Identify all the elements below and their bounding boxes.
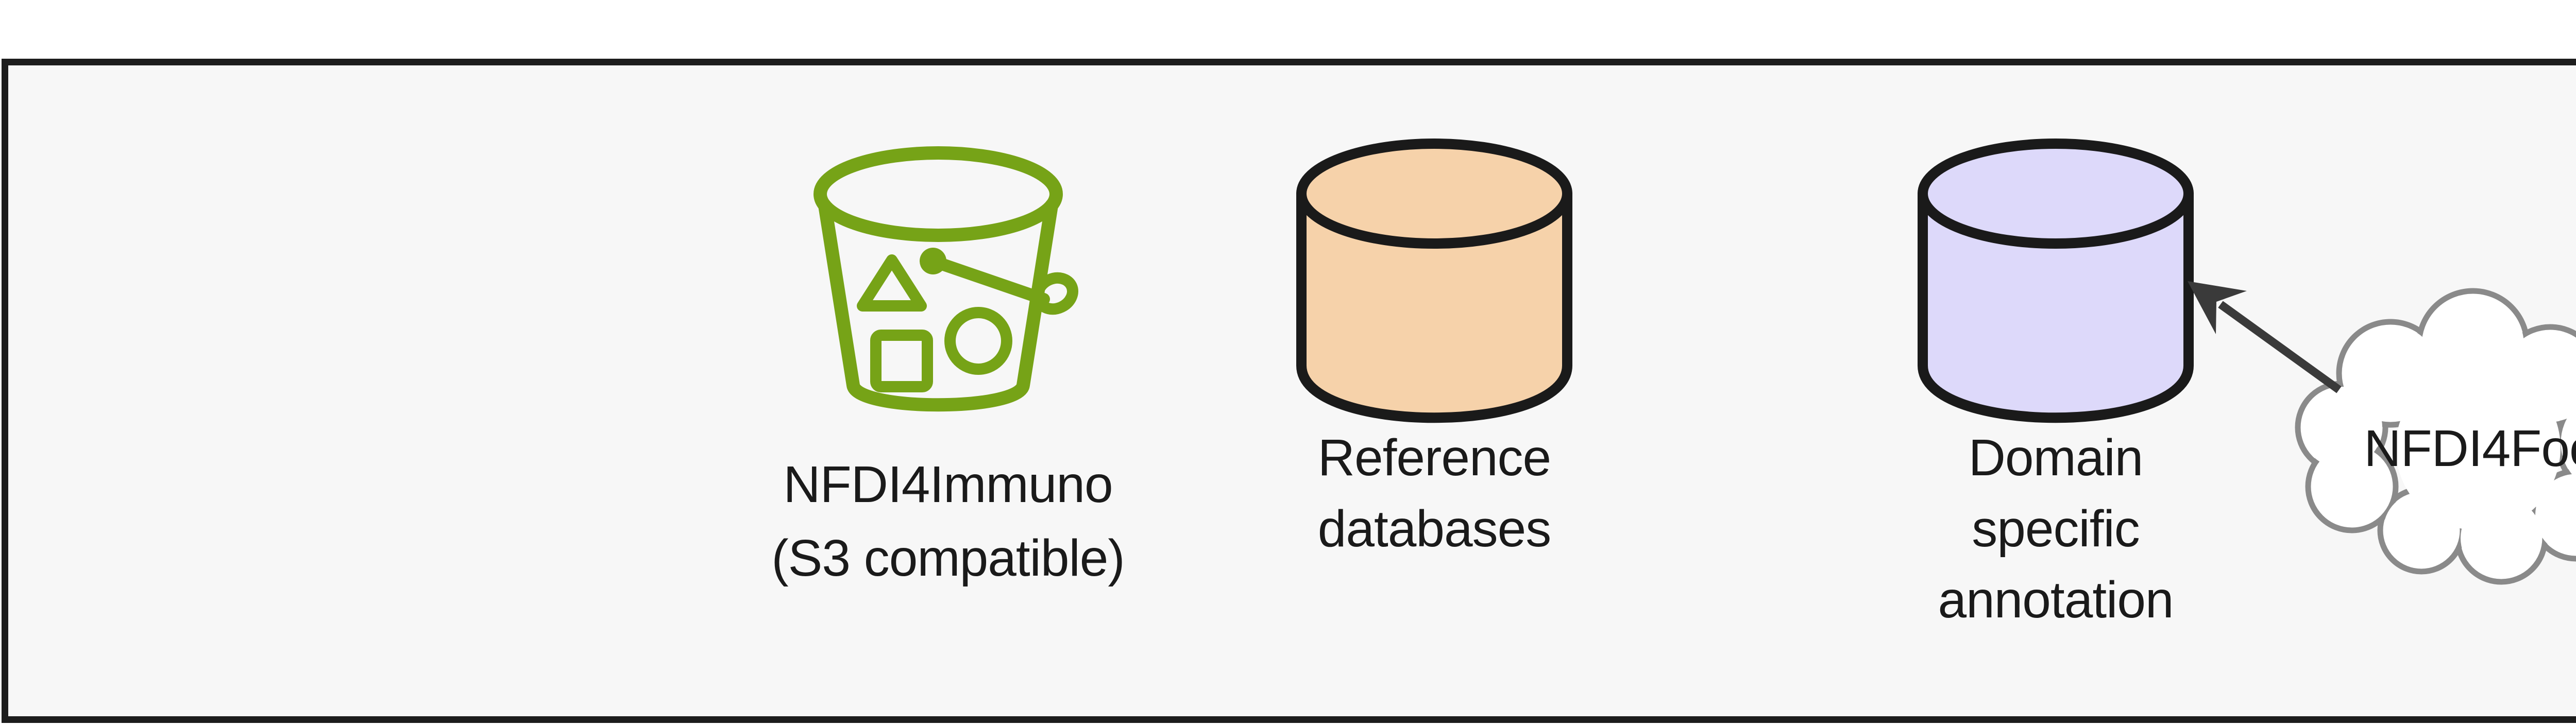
reference-db-node: Reference databases (1296, 139, 1572, 558)
bucket-square-glyph (870, 330, 933, 392)
annotation-arrow (2188, 281, 2342, 393)
nfdi4foo-label: NFDI4Foo (2364, 420, 2576, 477)
reference-db-label-line1: Reference (1318, 429, 1551, 487)
bucket-circle-glyph (944, 307, 1012, 375)
nfdi4foo-cloud-fill (2301, 294, 2576, 579)
reference-db-cylinder-top (1296, 139, 1572, 249)
storage-layer-panel-rect (2, 59, 2576, 723)
reference-db-label-line2: databases (1318, 500, 1551, 558)
bucket-handle-loop (1031, 272, 1079, 315)
domain-db-label-line1: Domain (1969, 429, 2143, 487)
s3-bucket-node: NFDI4Immuno (S3 compatible) (771, 146, 1125, 587)
s3-bucket-label-line1: NFDI4Immuno (783, 456, 1112, 513)
bucket-handle-line (927, 255, 1050, 305)
reference-db-cylinder-body (1296, 188, 1572, 423)
domain-db-cylinder-top (1918, 139, 2194, 249)
reference-db-label: Reference databases (1318, 429, 1551, 558)
bucket-rim (814, 146, 1063, 242)
database-icon-domain (1918, 139, 2194, 423)
s3-bucket-icon (814, 146, 1079, 412)
database-icon-reference (1296, 139, 1572, 423)
storage-layer-panel (2, 59, 2576, 723)
bucket-triangle-glyph (857, 254, 927, 312)
domain-db-label-line3: annotation (1938, 571, 2173, 629)
arrow-shaft (2218, 301, 2342, 393)
domain-db-label-line2: specific (1972, 500, 2139, 558)
bucket-body (818, 199, 1058, 412)
s3-bucket-label-line2: (S3 compatible) (771, 529, 1124, 587)
nfdi4foo-cloud: NFDI4Foo (2295, 288, 2576, 585)
domain-db-label: Domain specific annotation (1938, 429, 2174, 629)
arrow-head (2188, 281, 2247, 334)
s3-bucket-label: NFDI4Immuno (S3 compatible) (771, 456, 1125, 587)
domain-db-cylinder-body (1918, 188, 2194, 423)
domain-db-node: Domain specific annotation (1918, 139, 2194, 629)
